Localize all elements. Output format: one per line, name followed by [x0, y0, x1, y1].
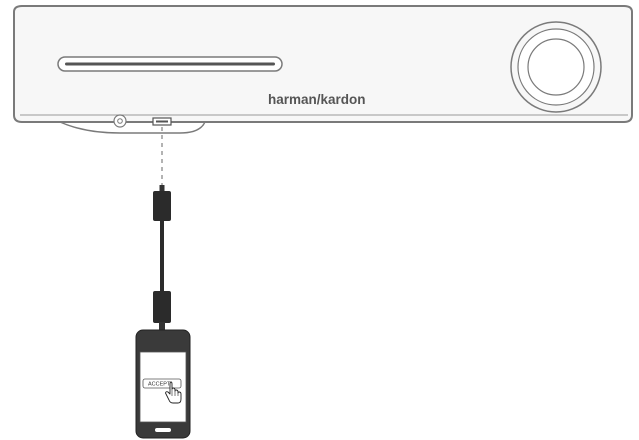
usb-port-tongue [156, 120, 168, 123]
receiver-bottom-trim [59, 121, 206, 134]
receiver-device: harman/kardon [13, 5, 633, 134]
knob-center [527, 38, 585, 96]
usb-plug-bottom [159, 322, 165, 330]
brand-label: harman/kardon [268, 92, 366, 107]
usb-cable-wire [160, 221, 164, 291]
usb-plug-top [159, 185, 165, 192]
usb-connector-bottom [153, 291, 171, 323]
headphone-jack-hole [117, 118, 123, 124]
hand-pointer-icon [165, 381, 182, 404]
usb-cable-icon [153, 185, 171, 330]
usb-connector-top [153, 191, 171, 221]
receiver-body [13, 5, 633, 123]
accept-button-label: ACCEPT [148, 382, 171, 388]
smartphone: ACCEPT [135, 329, 191, 439]
cd-slot-opening [65, 62, 275, 66]
phone-home-button[interactable] [155, 428, 171, 432]
